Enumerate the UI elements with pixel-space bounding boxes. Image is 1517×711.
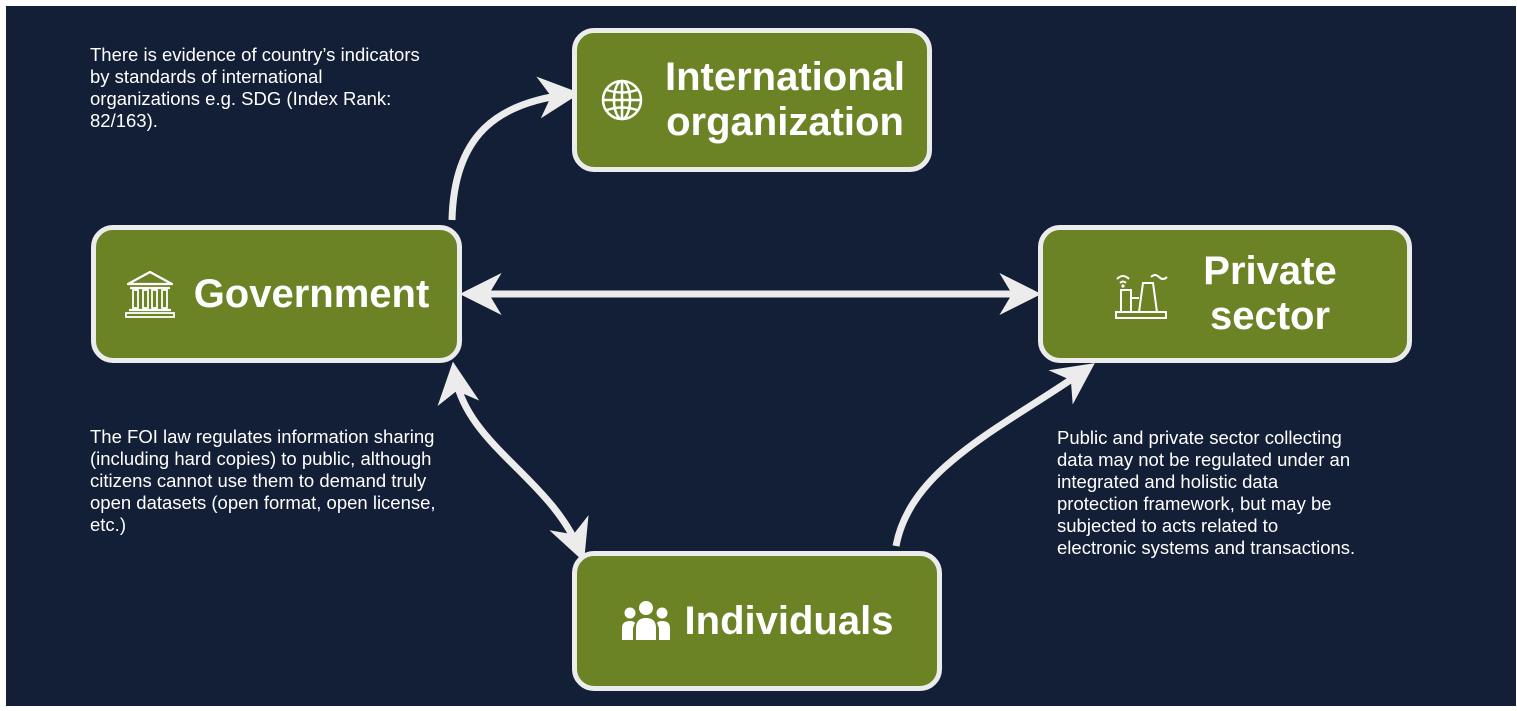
node-label-line: International [664, 55, 906, 100]
node-international-organization: International organization [572, 28, 932, 172]
note-private-sector: Public and private sector collecting dat… [1057, 427, 1356, 558]
node-label-line: sector [1209, 294, 1331, 338]
node-government: Government [91, 225, 462, 363]
arrow-government-individuals [437, 361, 589, 562]
connector-layer [437, 76, 1095, 562]
node-label-government: Government [193, 271, 430, 316]
government-building-icon [124, 268, 176, 320]
people-icon [621, 600, 671, 642]
diagram-canvas: International organization Government [6, 6, 1516, 706]
node-private-sector: Private sector [1038, 225, 1412, 363]
arrow-government-to-international [448, 76, 581, 221]
arrow-individuals-to-private [892, 363, 1095, 547]
node-label-international: International organization [665, 55, 905, 145]
node-label-individuals: Individuals [684, 598, 894, 643]
note-international: There is evidence of country’s indicator… [90, 44, 420, 131]
note-government: The FOI law regulates information sharin… [90, 426, 436, 535]
node-label-line: Private [1203, 249, 1337, 294]
node-individuals: Individuals [572, 551, 942, 691]
node-label-line: organization [666, 100, 904, 144]
globe-icon [599, 77, 645, 123]
node-label-private: Private sector [1203, 249, 1336, 339]
factory-icon [1113, 265, 1171, 323]
